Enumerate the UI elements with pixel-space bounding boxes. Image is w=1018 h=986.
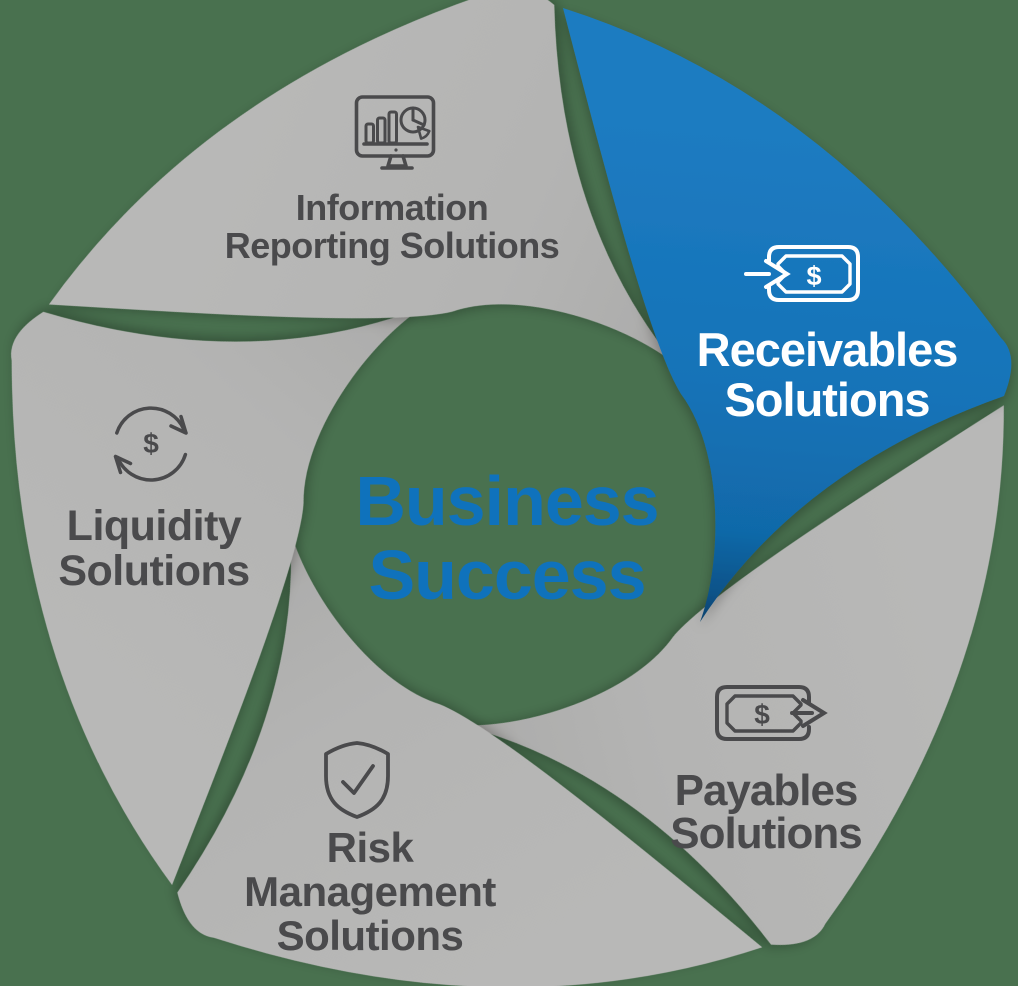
arrow-out-head <box>801 698 828 728</box>
segment-receivables: $ Receivables Solutions <box>697 245 958 426</box>
segment-label-risk-line-3: Solutions <box>277 912 464 959</box>
segment-risk-management: Risk Management Solutions <box>244 741 497 959</box>
check-mark <box>341 764 375 795</box>
shield-outline <box>324 741 390 819</box>
monitor-stand <box>386 154 408 168</box>
segment-label-information-line-1: Information <box>296 187 488 228</box>
bill-inner-border <box>776 254 852 294</box>
pie-slice-detached <box>416 125 431 140</box>
center-title: Business Success <box>355 462 659 614</box>
segment-liquidity: $ Liquidity Solutions <box>58 406 250 595</box>
center-title-line-2: Success <box>368 536 645 614</box>
segment-label-liquidity-line-2: Solutions <box>58 547 249 595</box>
center-title-line-1: Business <box>355 462 658 540</box>
segment-label-risk-line-1: Risk <box>327 824 415 871</box>
payables-dollar-sign: $ <box>754 699 770 730</box>
monitor-analytics-icon <box>354 95 436 170</box>
arrow-in-head <box>764 259 791 289</box>
segment-payables: $ Payables Solutions <box>670 685 863 858</box>
shield-check-icon <box>324 741 390 819</box>
monitor-frame <box>354 95 436 158</box>
cycle-arc-top <box>115 406 186 435</box>
segment-information: Information Reporting Solutions <box>225 95 560 266</box>
incoming-payment-bill-icon <box>744 245 860 302</box>
segment-label-payables-line-2: Solutions <box>670 809 861 858</box>
bill-inner-border <box>725 694 803 733</box>
pie-chart-glyph <box>399 106 431 140</box>
cycle-arrow-top-head <box>169 414 188 435</box>
segment-label-receivables-line-2: Solutions <box>724 373 929 426</box>
segment-label-information-line-2: Reporting Solutions <box>225 225 559 266</box>
receivables-dollar-sign: $ <box>806 261 821 291</box>
bill-outer-frame <box>715 685 811 741</box>
dollar-cycle-icon <box>113 406 188 482</box>
segment-label-risk-line-2: Management <box>244 868 496 915</box>
segment-label-receivables-line-1: Receivables <box>697 323 958 376</box>
segment-label-liquidity-line-1: Liquidity <box>67 502 242 550</box>
outgoing-payment-bill-icon <box>715 685 828 741</box>
bill-outer-frame <box>767 245 860 302</box>
cycle-arc-bottom <box>115 452 188 482</box>
segment-label-payables-line-1: Payables <box>675 766 858 815</box>
cycle-arrow-bottom-head <box>113 454 133 475</box>
monitor-button-dot <box>394 148 398 152</box>
liquidity-dollar-sign: $ <box>143 428 159 459</box>
